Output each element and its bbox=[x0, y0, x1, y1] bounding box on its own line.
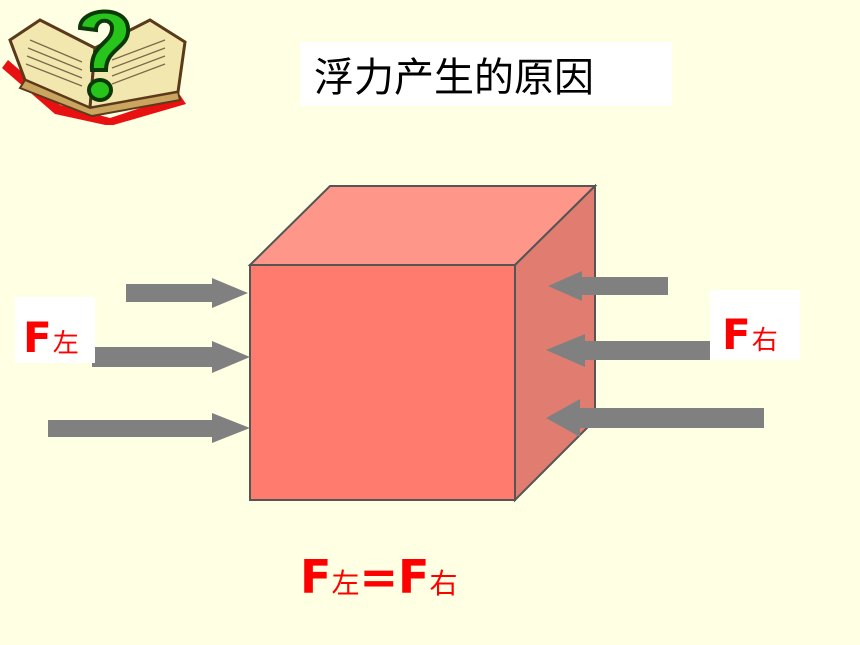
force-left-symbol: F bbox=[23, 313, 52, 362]
force-right-symbol: F bbox=[722, 310, 751, 359]
title-box: 浮力产生的原因 bbox=[300, 42, 672, 106]
arrow-right-top bbox=[548, 271, 668, 301]
arrow-left-middle bbox=[92, 341, 250, 373]
arrow-right-bottom bbox=[546, 399, 764, 437]
force-right-subscript: 右 bbox=[751, 326, 778, 356]
arrow-right-middle bbox=[546, 334, 712, 367]
arrow-left-bottom bbox=[48, 413, 250, 443]
cube-front-face bbox=[249, 264, 516, 501]
arrow-left-top bbox=[126, 278, 248, 308]
equation-right-subscript: 右 bbox=[429, 567, 458, 600]
equation-right-symbol: F bbox=[398, 550, 430, 604]
equation-left-symbol: F bbox=[300, 550, 332, 604]
force-left-subscript: 左 bbox=[52, 329, 79, 359]
page-title: 浮力产生的原因 bbox=[314, 55, 594, 101]
equation-left-subscript: 左 bbox=[331, 567, 360, 600]
book-question-icon bbox=[2, 9, 187, 125]
equation-operator: = bbox=[359, 550, 398, 604]
